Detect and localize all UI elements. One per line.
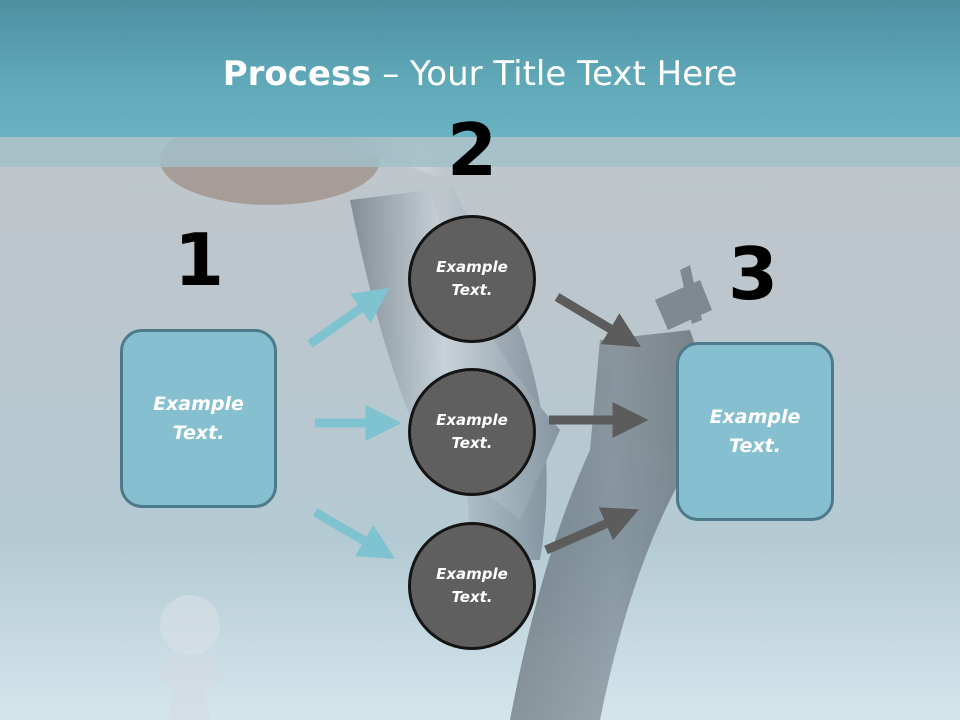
arrow-left-to-top	[307, 287, 390, 348]
pawn-head	[160, 595, 220, 655]
arrow-left-to-bottom	[312, 508, 396, 559]
header-strip	[0, 137, 960, 167]
step-number-2: 2	[446, 108, 498, 192]
pawn-body	[158, 655, 222, 720]
slide-title: Process – Your Title Text Here	[0, 52, 960, 96]
title-rest: – Your Title Text Here	[371, 54, 738, 94]
title-bold: Process	[222, 54, 372, 94]
arrow-top-to-right	[554, 293, 642, 348]
step-number-3: 3	[727, 232, 779, 316]
title-bar	[0, 0, 960, 137]
step-number-1: 1	[173, 218, 225, 302]
arrow-bottom-to-right	[544, 507, 639, 555]
